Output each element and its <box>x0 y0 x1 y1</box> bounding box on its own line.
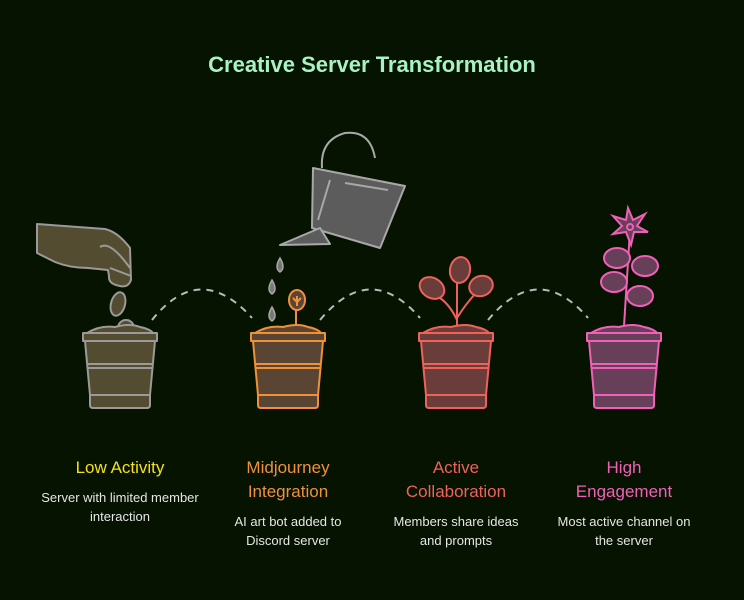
progress-arcs <box>151 288 589 321</box>
diagram-title: Creative Server Transformation <box>208 52 536 77</box>
stage-active-collaboration: Active Collaboration Members share ideas… <box>371 456 541 550</box>
sprout-icon <box>288 289 306 326</box>
stage-description: Members share ideas and prompts <box>393 514 519 548</box>
stage-low-activity: Low Activity Server with limited member … <box>35 456 205 526</box>
stage-high-engagement: High Engagement Most active channel on t… <box>539 456 709 550</box>
stage-title: Low Activity <box>75 458 165 477</box>
stage-description: Server with limited member interaction <box>41 490 199 524</box>
stage-title: High Engagement <box>575 458 673 501</box>
pot-collaboration <box>418 324 494 409</box>
pot-midjourney <box>250 324 326 409</box>
flower-icon <box>600 204 659 327</box>
watering-can-icon <box>279 131 406 249</box>
stage-title: Midjourney Integration <box>246 458 330 501</box>
hand-icon <box>36 223 132 288</box>
stage-title: Active Collaboration <box>405 458 507 501</box>
stage-description: Most active channel on the server <box>557 514 691 548</box>
arc-2 <box>319 288 421 321</box>
plant-icon <box>418 256 494 326</box>
arc-1 <box>151 288 253 321</box>
water-drop-icons <box>268 256 284 322</box>
pot-low-activity <box>82 324 158 409</box>
stage-description: AI art bot added to Discord server <box>234 514 342 548</box>
stage-midjourney-integration: Midjourney Integration AI art bot added … <box>203 456 373 550</box>
arc-3 <box>487 288 589 321</box>
pot-high-engagement <box>586 324 662 409</box>
